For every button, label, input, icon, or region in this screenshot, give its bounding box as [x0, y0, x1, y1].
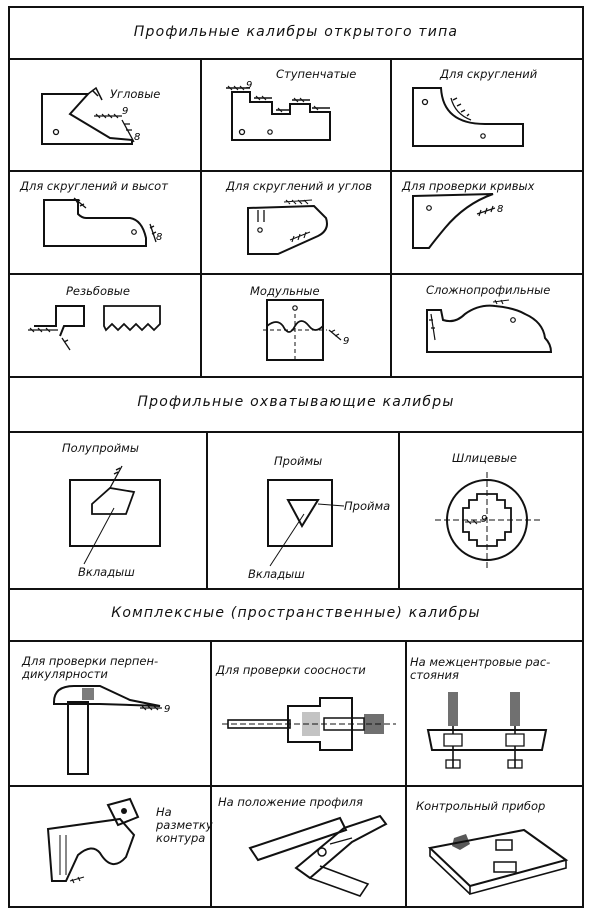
label-center-distance: На межцентровые рас- стояния: [410, 655, 551, 682]
column-divider: [206, 431, 208, 588]
label-coaxial: Для проверки соосности: [216, 663, 366, 677]
divider: [8, 588, 584, 590]
tolerance-mark: 8: [134, 132, 140, 143]
section-title-enclosing: Профильные охватывающие калибры: [137, 394, 455, 410]
semi-opening-gauge-drawing: [69, 465, 161, 565]
module-gauge-drawing: 9: [263, 299, 349, 361]
label-opening: Проймы: [274, 454, 323, 468]
label-curves: Для проверки кривых: [402, 179, 535, 193]
label-rounding-heights: Для скруглений и высот: [20, 179, 168, 193]
label-opening-side: Пройма: [344, 499, 391, 513]
label-module: Модульные: [250, 284, 320, 298]
divider: [8, 58, 584, 60]
rounding-angles-gauge-drawing: [247, 199, 328, 255]
label-complex-profile: Сложнопрофильные: [426, 283, 551, 297]
label-rounding-angles: Для скруглений и углов: [226, 179, 373, 193]
spline-gauge-drawing: 9: [435, 472, 541, 570]
label-insert: Вкладыш: [248, 567, 305, 581]
label-control-device: Контрольный прибор: [416, 799, 546, 813]
tolerance-mark: 9: [122, 106, 128, 117]
divider: [8, 273, 584, 275]
curves-gauge-drawing: 8: [412, 193, 503, 249]
divider: [8, 170, 584, 172]
tolerance-mark: 9: [343, 336, 349, 347]
label-thread: Резьбовые: [66, 284, 130, 298]
label-stepped: Ступенчатые: [276, 67, 357, 81]
angular-gauge-drawing: 9 8: [41, 86, 140, 145]
tolerance-mark: 9: [481, 514, 487, 525]
label-profile-position: На положение профиля: [218, 795, 363, 809]
thread-gauge-drawing: [28, 305, 161, 351]
complex-profile-gauge-drawing: [426, 299, 553, 353]
center-distance-gauge-drawing: [426, 692, 548, 769]
section-title-open: Профильные калибры открытого типа: [133, 24, 459, 40]
divider: [8, 431, 584, 433]
perpendicular-gauge-drawing: 9: [53, 685, 170, 775]
divider: [8, 785, 584, 787]
divider: [8, 376, 584, 378]
profile-position-gauge-drawing: [248, 814, 388, 897]
rounding-gauge-drawing: [412, 87, 524, 147]
label-angular: Угловые: [110, 87, 161, 101]
tolerance-mark: 8: [156, 232, 162, 243]
label-spline: Шлицевые: [452, 451, 517, 465]
column-divider: [210, 640, 212, 908]
label-insert: Вкладыш: [78, 565, 135, 579]
stepped-gauge-drawing: 9: [226, 80, 331, 141]
label-perpendicular: Для проверки перпен- дикулярности: [22, 654, 159, 681]
label-semi-opening: Полупроймы: [62, 441, 139, 455]
control-device-drawing: [427, 828, 569, 896]
label-rounding: Для скруглений: [440, 67, 538, 81]
tolerance-mark: 9: [164, 704, 170, 715]
column-divider: [200, 58, 202, 376]
column-divider: [398, 431, 400, 588]
column-divider: [405, 640, 407, 908]
label-contour-marking: На разметку контура: [156, 805, 213, 845]
table-frame: [8, 6, 584, 908]
divider: [8, 640, 584, 642]
tolerance-mark: 9: [246, 80, 252, 91]
section-title-complex: Комплексные (пространственные) калибры: [111, 605, 481, 621]
coaxial-gauge-drawing: [222, 697, 396, 751]
tolerance-mark: 8: [497, 204, 503, 215]
contour-marking-gauge-drawing: [46, 797, 140, 884]
column-divider: [390, 58, 392, 376]
rounding-heights-gauge-drawing: 8: [43, 197, 162, 247]
opening-gauge-drawing: [267, 479, 345, 567]
